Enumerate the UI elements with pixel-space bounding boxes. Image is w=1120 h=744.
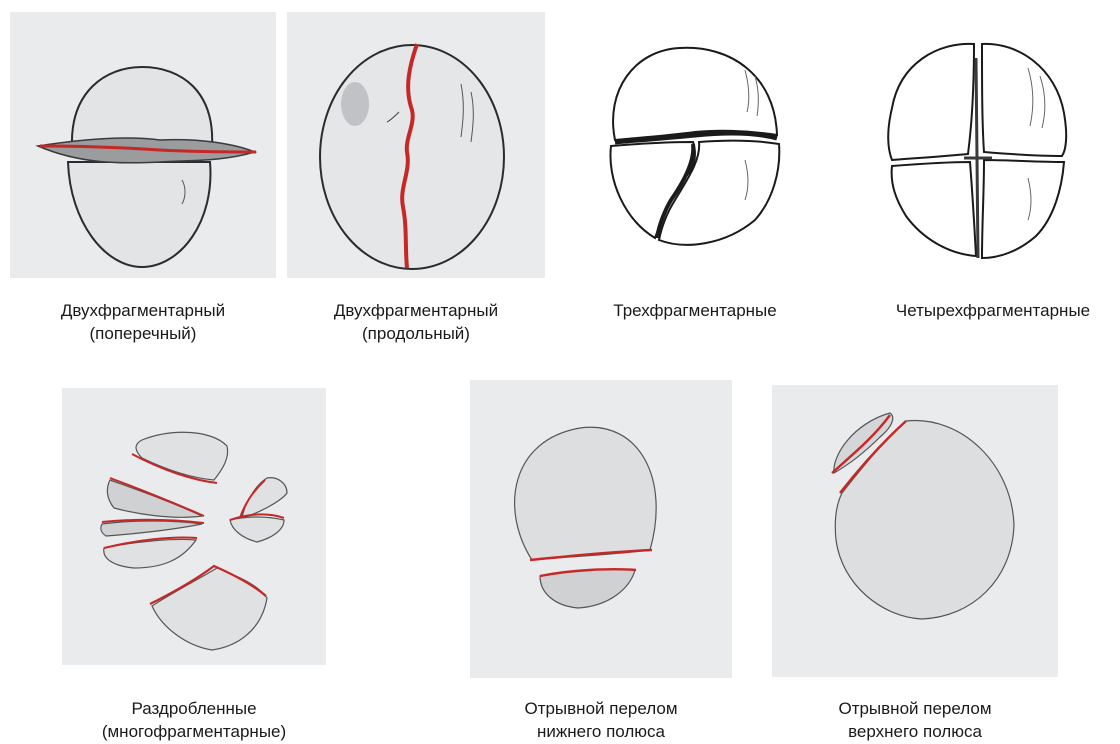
caption-three-fragment-line1: Трехфрагментарные — [575, 299, 815, 322]
figure-lower-pole-avulsion — [470, 380, 732, 678]
caption-lower-pole-avulsion-line1: Отрывной перелом — [470, 697, 732, 720]
upper-pole-avulsion-illustration — [772, 385, 1058, 677]
caption-upper-pole-avulsion-line2: верхнего полюса — [772, 720, 1058, 743]
figure-longitudinal-fracture — [287, 12, 545, 278]
caption-longitudinal-line1: Двухфрагментарный — [287, 299, 545, 322]
lower-pole-avulsion-illustration — [470, 380, 732, 678]
caption-upper-pole-avulsion: Отрывной перелом верхнего полюса — [772, 697, 1058, 743]
figure-comminuted — [62, 388, 326, 665]
caption-longitudinal-line2: (продольный) — [287, 322, 545, 345]
caption-lower-pole-avulsion-line2: нижнего полюса — [470, 720, 732, 743]
caption-longitudinal: Двухфрагментарный (продольный) — [287, 299, 545, 345]
four-fragment-illustration — [878, 28, 1078, 266]
caption-three-fragment: Трехфрагментарные — [575, 299, 815, 322]
caption-lower-pole-avulsion: Отрывной перелом нижнего полюса — [470, 697, 732, 743]
caption-four-fragment: Четырехфрагментарные — [868, 299, 1118, 322]
caption-transverse-line1: Двухфрагментарный — [10, 299, 276, 322]
caption-comminuted: Раздробленные (многофрагментарные) — [62, 697, 326, 743]
caption-transverse-line2: (поперечный) — [10, 322, 276, 345]
caption-four-fragment-line1: Четырехфрагментарные — [868, 299, 1118, 322]
longitudinal-fracture-illustration — [287, 12, 545, 278]
figure-four-fragment — [878, 28, 1078, 266]
figure-transverse-fracture — [10, 12, 276, 278]
caption-comminuted-line1: Раздробленные — [62, 697, 326, 720]
caption-transverse: Двухфрагментарный (поперечный) — [10, 299, 276, 345]
three-fragment-illustration — [595, 30, 795, 250]
caption-upper-pole-avulsion-line1: Отрывной перелом — [772, 697, 1058, 720]
caption-comminuted-line2: (многофрагментарные) — [62, 720, 326, 743]
figure-upper-pole-avulsion — [772, 385, 1058, 677]
comminuted-illustration — [62, 388, 326, 665]
transverse-fracture-illustration — [10, 12, 276, 278]
figure-three-fragment — [595, 30, 795, 250]
